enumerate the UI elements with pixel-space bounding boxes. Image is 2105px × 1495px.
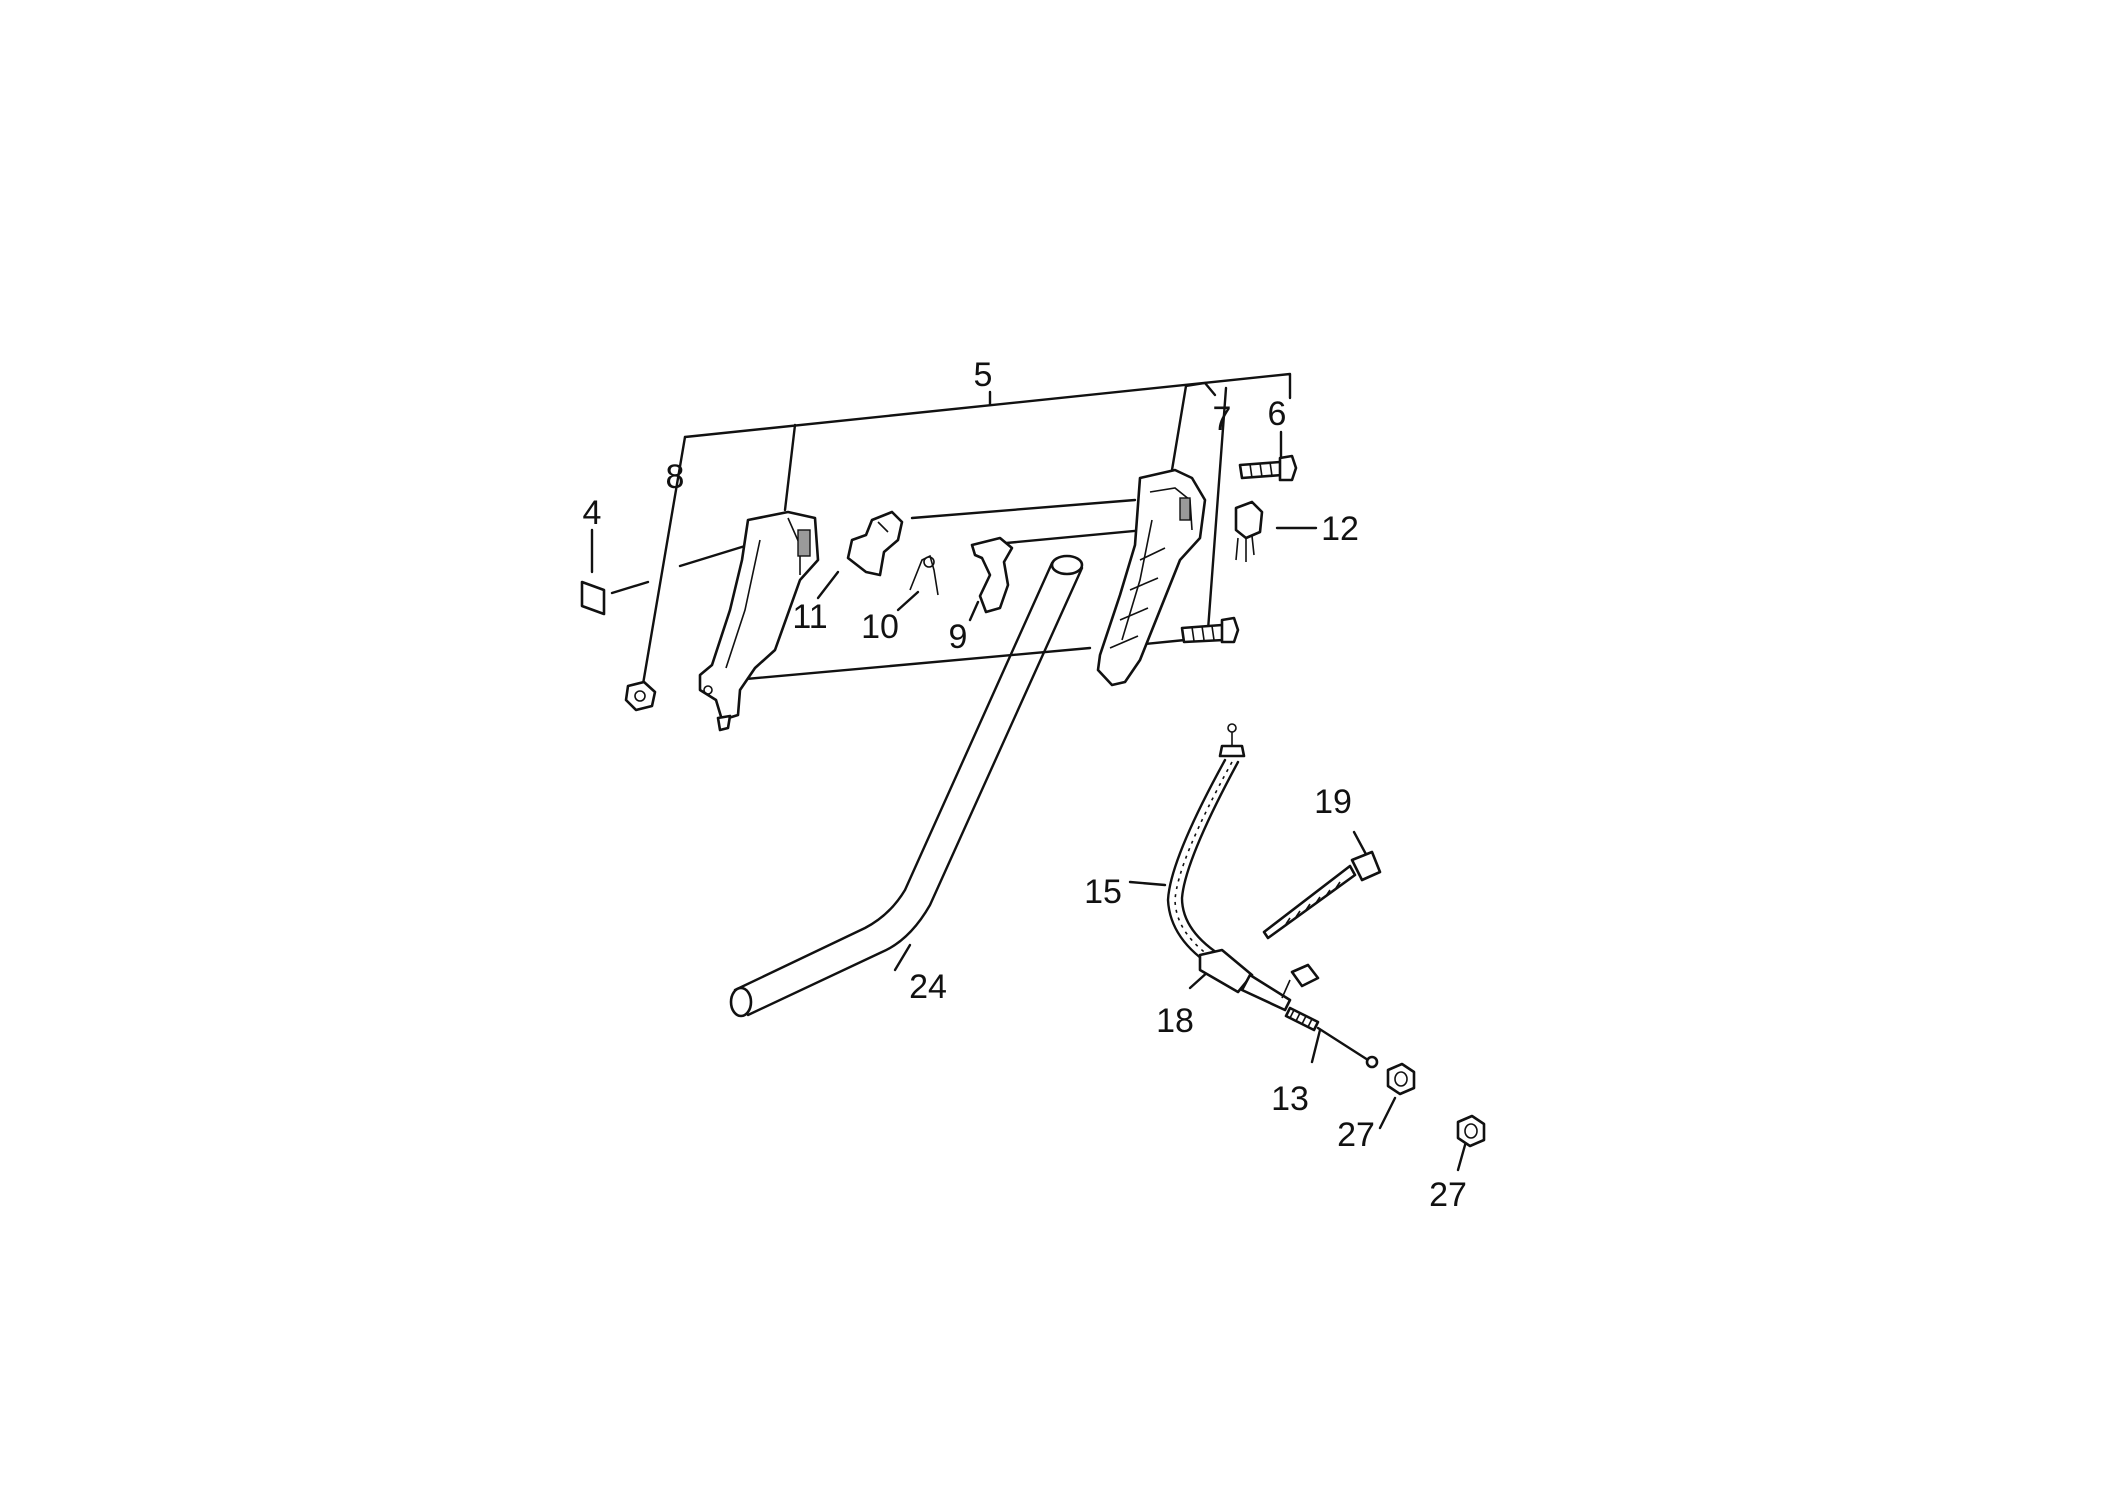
right-handle-half bbox=[1096, 468, 1207, 687]
callout-10: 10 bbox=[861, 608, 899, 646]
part-9-trigger bbox=[970, 536, 1014, 614]
part-8-nut bbox=[624, 680, 657, 712]
alignment-lines bbox=[590, 498, 1469, 1172]
callout-24: 24 bbox=[909, 968, 947, 1006]
left-handle-half bbox=[698, 510, 820, 732]
callout-labels: 4 5 6 7 8 9 10 11 12 13 15 18 19 24 27 2… bbox=[583, 356, 1467, 1214]
part-7-screw bbox=[1180, 616, 1240, 644]
callout-12: 12 bbox=[1321, 510, 1359, 548]
callout-7: 7 bbox=[1213, 400, 1232, 438]
part-11-trigger-lock bbox=[846, 510, 904, 577]
callout-18: 18 bbox=[1156, 1002, 1194, 1040]
part-15-cable bbox=[1166, 723, 1246, 970]
assembly-bracket-5 bbox=[640, 372, 1292, 692]
part-6-screw bbox=[1238, 454, 1298, 482]
part-19-cable-tie bbox=[1262, 850, 1382, 940]
part-13-cable-end bbox=[1284, 1006, 1379, 1069]
part-4-plate bbox=[580, 580, 606, 616]
part-10-spring bbox=[909, 554, 939, 596]
callout-5: 5 bbox=[974, 356, 993, 394]
part-27-nut-a bbox=[1386, 1062, 1416, 1096]
callout-27-b: 27 bbox=[1429, 1176, 1467, 1214]
callout-19: 19 bbox=[1314, 783, 1352, 821]
callout-9: 9 bbox=[949, 618, 968, 656]
callout-11: 11 bbox=[792, 598, 827, 636]
part-24-tube bbox=[729, 554, 1084, 1018]
callout-13: 13 bbox=[1271, 1080, 1309, 1118]
part-12-switch bbox=[1234, 500, 1264, 562]
callout-27-a: 27 bbox=[1337, 1116, 1375, 1154]
callout-8: 8 bbox=[666, 458, 685, 496]
part-27-nut-b bbox=[1456, 1114, 1486, 1148]
callout-4: 4 bbox=[583, 494, 602, 532]
callout-15: 15 bbox=[1084, 873, 1122, 911]
callout-6: 6 bbox=[1268, 395, 1287, 433]
part-18-housing bbox=[1198, 948, 1320, 1012]
